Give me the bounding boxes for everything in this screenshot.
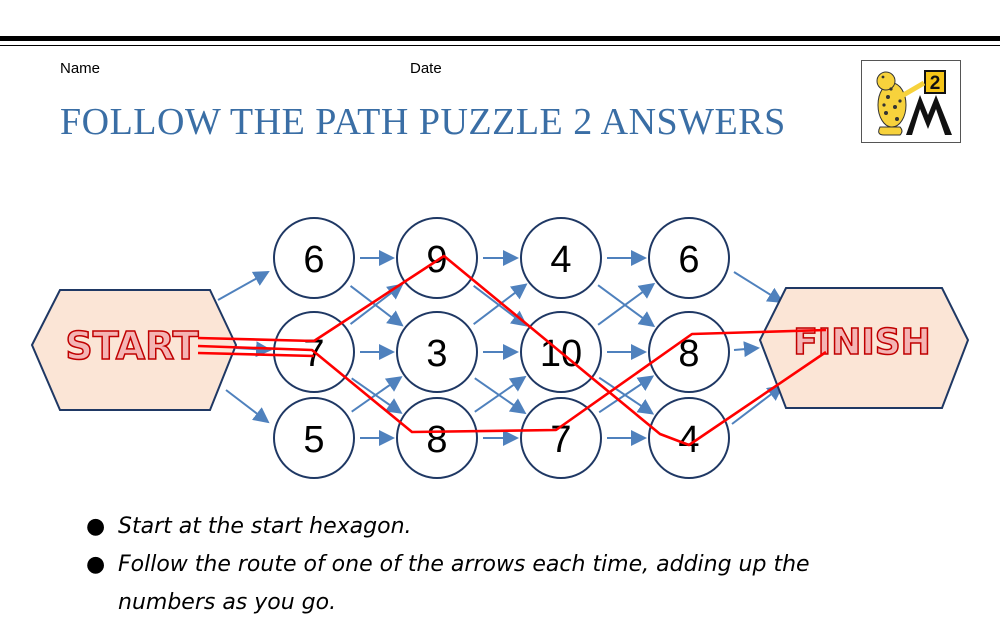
node-circle — [648, 217, 730, 299]
logo: 2 — [861, 60, 961, 143]
node-circle — [520, 397, 602, 479]
answer-path-segment — [197, 351, 315, 358]
instructions-list: ● Start at the start hexagon. ● Follow t… — [86, 508, 966, 622]
connector-arrow — [731, 384, 784, 425]
header-rule-thin — [0, 45, 1000, 46]
number-node: 8 — [648, 311, 730, 393]
start-label: START — [65, 324, 198, 368]
number-node: 8 — [396, 397, 478, 479]
leopard-logo-icon: 2 — [876, 70, 952, 136]
node-value: 8 — [678, 333, 699, 375]
node-circle — [396, 217, 478, 299]
node-value: 6 — [678, 239, 699, 281]
logo-badge-text: 2 — [930, 73, 941, 94]
node-value: 4 — [678, 419, 699, 461]
instruction-text: Follow the route of one of the arrows ea… — [118, 552, 810, 577]
node-circle — [648, 397, 730, 479]
connector-arrow — [473, 283, 528, 326]
node-value: 5 — [303, 419, 324, 461]
node-circle — [396, 397, 478, 479]
connector-arrow — [474, 375, 527, 413]
node-value: 3 — [426, 333, 447, 375]
node-value: 6 — [303, 239, 324, 281]
node-circle — [396, 311, 478, 393]
date-label: Date — [410, 60, 442, 77]
start-hexagon: START — [30, 289, 238, 411]
connector-arrow — [349, 283, 404, 325]
arrow-layer — [217, 250, 784, 446]
answer-path — [197, 254, 827, 447]
node-circle — [520, 217, 602, 299]
instruction-text: Start at the start hexagon. — [118, 514, 412, 539]
name-label: Name — [60, 60, 101, 77]
node-value: 8 — [426, 419, 447, 461]
connector-arrow — [597, 282, 656, 326]
number-node: 9 — [396, 217, 478, 299]
node-value: 7 — [303, 333, 324, 375]
finish-label: FINISH — [793, 322, 931, 363]
page-title: FOLLOW THE PATH PUZZLE 2 ANSWERS — [60, 101, 786, 143]
connector-arrow — [598, 375, 655, 414]
number-node: 3 — [396, 311, 478, 393]
answer-path-segment — [197, 254, 827, 447]
connector-arrow — [733, 341, 760, 358]
instruction-text: numbers as you go. — [118, 590, 337, 615]
connector-arrow — [217, 271, 270, 301]
number-node: 6 — [273, 217, 355, 299]
instruction-item-continued: numbers as you go. — [86, 584, 966, 622]
node-value: 4 — [550, 239, 571, 281]
number-node: 4 — [520, 217, 602, 299]
bullet-icon: ● — [86, 514, 106, 539]
node-circle — [273, 217, 355, 299]
instruction-item: ● Follow the route of one of the arrows … — [86, 546, 966, 584]
number-node: 6 — [648, 217, 730, 299]
node-circle — [273, 397, 355, 479]
instruction-item: ● Start at the start hexagon. — [86, 508, 966, 546]
connector-arrow — [733, 271, 784, 304]
bullet-icon: ● — [86, 552, 106, 577]
connector-arrow — [225, 389, 270, 424]
number-node: 7 — [520, 397, 602, 479]
connector-arrow — [351, 376, 403, 413]
number-node: 5 — [273, 397, 355, 479]
finish-hexagon: FINISH — [758, 287, 970, 409]
answer-path-segment — [197, 328, 827, 434]
node-circle — [648, 311, 730, 393]
number-node: 4 — [648, 397, 730, 479]
header-rule-thick — [0, 36, 1000, 41]
